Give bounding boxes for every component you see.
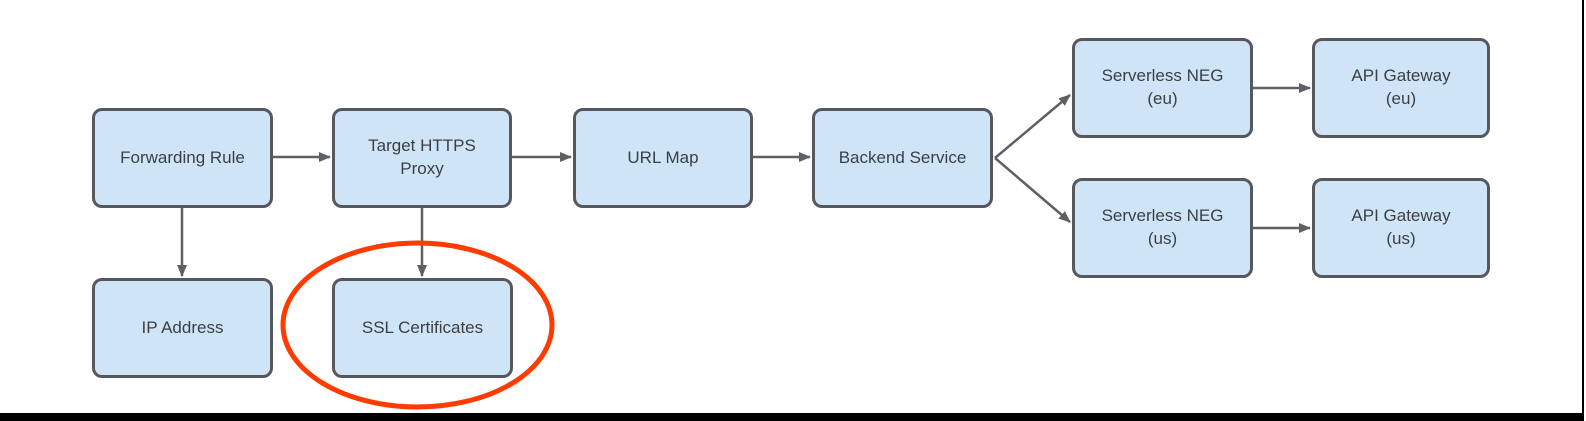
node-target-https-proxy: Target HTTPS Proxy	[332, 108, 512, 208]
window-bottom-border	[0, 413, 1584, 421]
edge-backend-service-to-serverless-neg-eu	[994, 94, 1071, 159]
node-url-map: URL Map	[573, 108, 753, 208]
node-ip-address: IP Address	[92, 278, 273, 378]
node-api-gateway-us: API Gateway (us)	[1312, 178, 1490, 278]
node-serverless-neg-us: Serverless NEG (us)	[1072, 178, 1253, 278]
node-serverless-neg-eu: Serverless NEG (eu)	[1072, 38, 1253, 138]
edge-backend-service-to-serverless-neg-us	[994, 157, 1071, 223]
node-ssl-certificates: SSL Certificates	[332, 278, 513, 378]
node-api-gateway-eu: API Gateway (eu)	[1312, 38, 1490, 138]
window-right-border	[1582, 0, 1584, 421]
node-forwarding-rule: Forwarding Rule	[92, 108, 273, 208]
node-backend-service: Backend Service	[812, 108, 993, 208]
